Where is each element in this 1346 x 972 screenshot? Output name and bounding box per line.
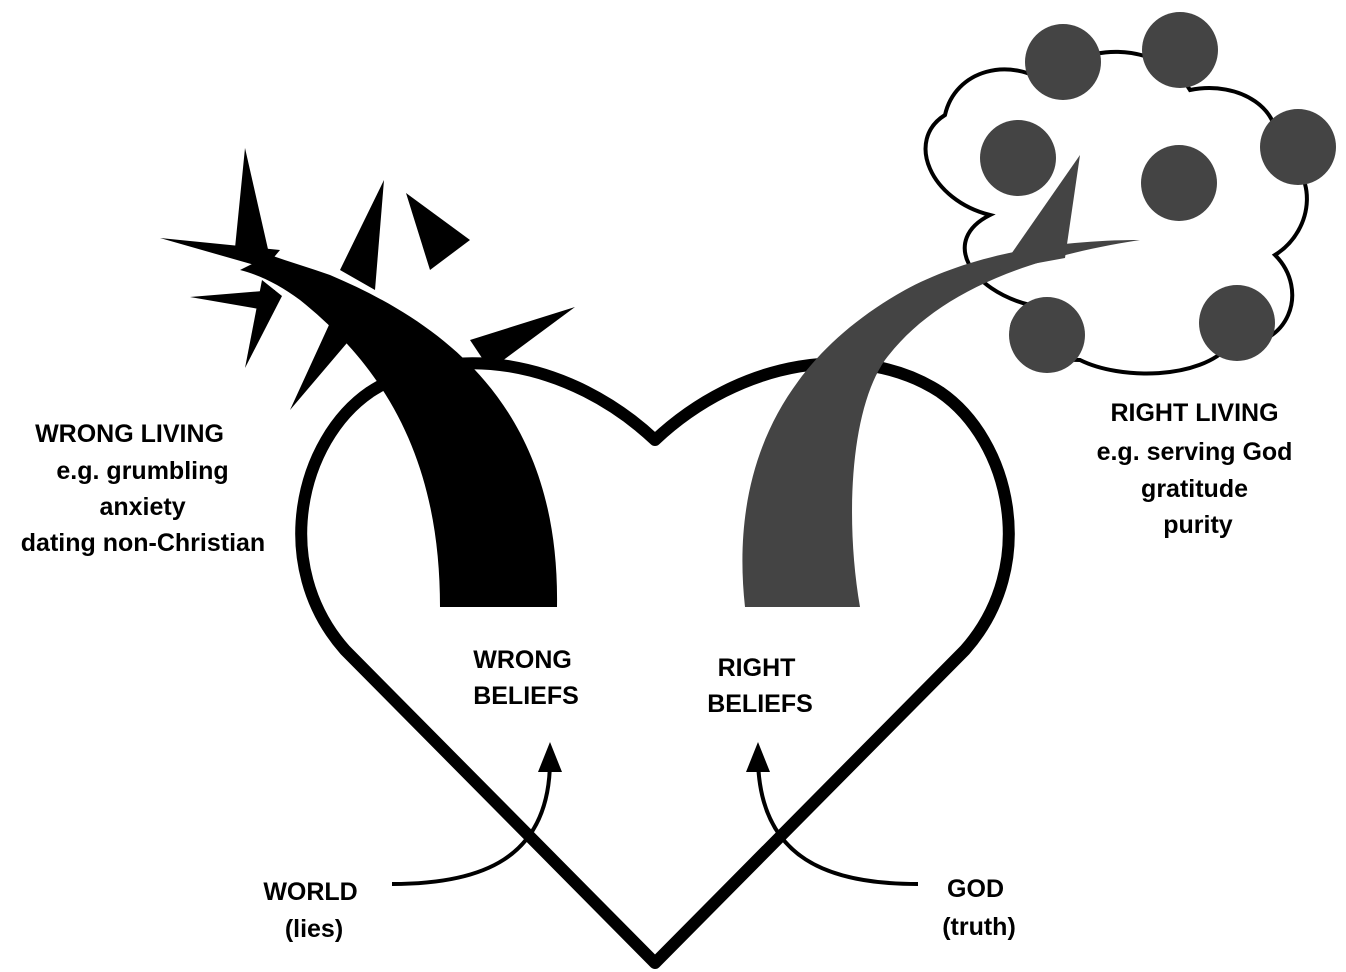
thorn xyxy=(470,307,575,370)
fruit xyxy=(1260,109,1336,185)
heart-outline xyxy=(301,363,1009,963)
world-label: WORLD (lies) xyxy=(263,878,364,943)
wrong-living-example: e.g. grumbling xyxy=(56,457,228,485)
right-living-example: purity xyxy=(1163,511,1233,539)
fruit xyxy=(1199,285,1275,361)
wrong-beliefs-label: WRONG BELIEFS xyxy=(473,646,579,710)
god-arrow-head xyxy=(746,742,770,772)
wrong-living-example: anxiety xyxy=(99,493,185,521)
thorn xyxy=(340,180,384,290)
thorn xyxy=(235,148,270,258)
right-beliefs-label: RIGHT BELIEFS xyxy=(707,654,813,718)
right-living-example: e.g. serving God xyxy=(1097,438,1293,466)
thorny-branch-trunk xyxy=(240,255,557,607)
god-arrow xyxy=(746,742,918,884)
wrong-living-title: WRONG LIVING xyxy=(35,420,224,448)
fruit xyxy=(1025,24,1101,100)
right-living-label: RIGHT LIVING e.g. serving God gratitude … xyxy=(1097,399,1300,539)
thorn xyxy=(406,193,470,270)
right-living-title: RIGHT LIVING xyxy=(1110,399,1278,427)
world-arrow-head xyxy=(538,742,562,772)
wrong-living-label: WRONG LIVING e.g. grumbling anxiety dati… xyxy=(21,420,265,557)
fruit xyxy=(1009,297,1085,373)
fruit xyxy=(1141,145,1217,221)
god-label: GOD (truth) xyxy=(942,875,1016,941)
fruit xyxy=(980,120,1056,196)
world-arrow xyxy=(392,742,562,884)
fruit xyxy=(1142,12,1218,88)
right-living-example: gratitude xyxy=(1141,475,1248,503)
wrong-living-example: dating non-Christian xyxy=(21,529,265,557)
